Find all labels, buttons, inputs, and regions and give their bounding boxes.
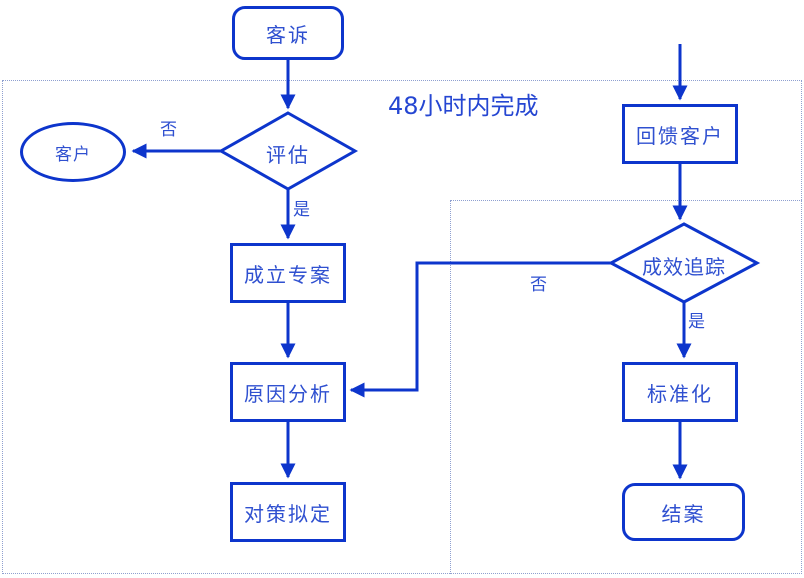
node-evaluate-label: 评估 [266,143,310,167]
node-countermeasure-planning: 对策拟定 [230,482,346,542]
label-tracking-yes: 是 [688,312,705,332]
node-tracking-label: 成效追踪 [642,255,726,279]
node-complaint: 客诉 [232,6,344,60]
node-customer: 客户 [20,122,126,182]
node-feedback-customer: 回馈客户 [622,104,738,164]
node-establish-project: 成立专案 [230,243,346,303]
edge-tracking-no-to-analysis [349,261,611,398]
region-inner-boundary [450,200,802,574]
node-close-case: 结案 [622,483,745,541]
node-tracking-diamond [607,222,761,304]
node-standardize: 标准化 [622,362,738,422]
region-48h-label: 48小时内完成 [388,92,539,120]
label-evaluate-yes: 是 [293,200,310,220]
node-evaluate-diamond [217,111,359,191]
label-evaluate-no: 否 [160,120,177,140]
label-tracking-no: 否 [530,275,547,295]
node-cause-analysis: 原因分析 [230,362,346,422]
